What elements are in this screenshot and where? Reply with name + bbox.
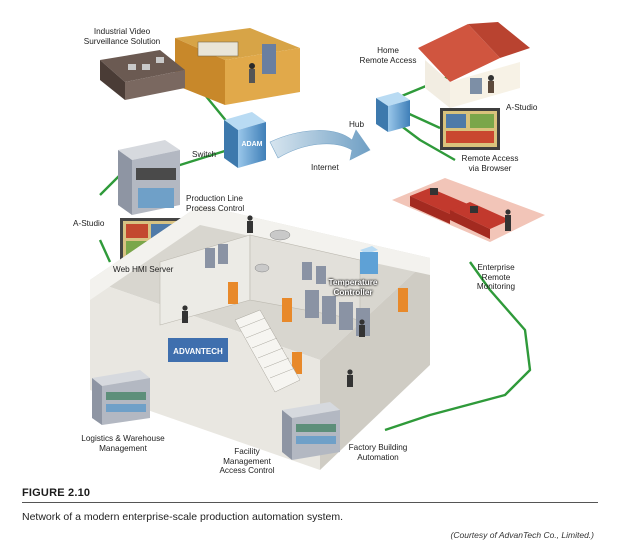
label-facility-management: Facility Management Access Control bbox=[208, 447, 286, 476]
network-cables bbox=[98, 61, 532, 432]
label-home-remote-access: Home Remote Access bbox=[343, 46, 433, 65]
cable-hub-enterprise bbox=[399, 124, 456, 162]
label-logistics-line1: Logistics & Warehouse bbox=[81, 434, 165, 443]
label-production-line1: Production Line bbox=[186, 194, 243, 203]
label-facility-line2: Management bbox=[223, 456, 271, 466]
label-production-line2: Process Control bbox=[186, 203, 245, 213]
dvr-rack bbox=[100, 50, 185, 100]
label-facility-line3: Access Control bbox=[219, 466, 275, 475]
label-hub-text: Hub bbox=[349, 120, 365, 129]
label-factory-line2: Automation bbox=[357, 452, 399, 462]
label-astudio-right-text: A-Studio bbox=[506, 103, 538, 112]
switch-device: ADAM bbox=[224, 112, 266, 168]
label-temperature-line2: Controller bbox=[333, 287, 373, 297]
label-factory-automation: Factory Building Automation bbox=[336, 443, 420, 462]
staircase bbox=[234, 309, 301, 393]
cable-right-loop bbox=[384, 261, 532, 432]
label-logistics-line2: Management bbox=[99, 443, 147, 453]
astudio-screen-right bbox=[440, 108, 500, 150]
hub-device bbox=[376, 92, 410, 132]
facility-shelf bbox=[282, 402, 340, 460]
server-racks bbox=[205, 244, 370, 336]
label-astudio-left: A-Studio bbox=[73, 219, 104, 229]
label-temperature-controller: Temperature Controller bbox=[318, 278, 388, 297]
diagram-illustration: ADAM bbox=[90, 22, 545, 470]
label-video-line2: Surveillance Solution bbox=[83, 36, 161, 46]
process-tanks bbox=[254, 229, 291, 273]
label-web-hmi: Web HMI Server bbox=[113, 265, 173, 275]
label-remote-line1: Remote Access bbox=[461, 154, 519, 163]
factory-building: ADVANTECH bbox=[90, 205, 430, 470]
astudio-stack-left bbox=[118, 140, 180, 215]
label-home-line2: Remote Access bbox=[359, 55, 417, 65]
figure-credit: (Courtesy of AdvanTech Co., Limited.) bbox=[450, 530, 594, 540]
label-remote-line2: via Browser bbox=[468, 163, 512, 173]
label-remote-access-browser: Remote Access via Browser bbox=[448, 154, 532, 173]
internet-arrow bbox=[269, 129, 371, 161]
advantech-sign-text: ADVANTECH bbox=[173, 347, 223, 356]
label-production-line: Production Line Process Control bbox=[186, 194, 244, 213]
label-factory-line1: Factory Building bbox=[348, 443, 408, 452]
surveillance-room bbox=[175, 28, 300, 105]
label-video-line1: Industrial Video bbox=[93, 27, 151, 36]
figure-caption: Network of a modern enterprise-scale pro… bbox=[22, 511, 343, 523]
label-web-hmi-text: Web HMI Server bbox=[113, 265, 174, 274]
label-astudio-right: A-Studio bbox=[506, 103, 537, 113]
label-temperature-line1: Temperature bbox=[328, 278, 378, 287]
label-logistics: Logistics & Warehouse Management bbox=[70, 434, 176, 453]
label-enterprise-line2: Remote bbox=[481, 272, 511, 282]
label-hub: Hub bbox=[349, 120, 364, 130]
workers bbox=[182, 215, 365, 387]
label-astudio-left-text: A-Studio bbox=[73, 219, 105, 228]
cable-hub-browser bbox=[404, 110, 441, 130]
label-video-surveillance: Industrial Video Surveillance Solution bbox=[76, 27, 168, 46]
label-home-line1: Home bbox=[377, 46, 399, 55]
logistics-shelf bbox=[92, 370, 150, 425]
advantech-sign bbox=[168, 338, 228, 362]
switch-brand-text: ADAM bbox=[242, 141, 263, 148]
label-internet: Internet bbox=[311, 163, 339, 173]
label-switch-text: Switch bbox=[192, 150, 217, 159]
home-house bbox=[418, 22, 530, 108]
enterprise-office bbox=[392, 178, 545, 242]
label-switch: Switch bbox=[192, 150, 216, 160]
cable-left-loop bbox=[98, 239, 112, 263]
figure-divider bbox=[22, 502, 598, 503]
label-internet-text: Internet bbox=[311, 163, 339, 172]
label-enterprise-line1: Enterprise bbox=[477, 263, 515, 272]
label-enterprise-line3: Monitoring bbox=[476, 282, 516, 291]
label-facility-line1: Facility bbox=[234, 447, 260, 456]
figure-number: FIGURE 2.10 bbox=[22, 487, 91, 499]
label-enterprise-monitoring: Enterprise Remote Monitoring bbox=[456, 263, 536, 292]
network-diagram: ADAM bbox=[70, 22, 545, 476]
